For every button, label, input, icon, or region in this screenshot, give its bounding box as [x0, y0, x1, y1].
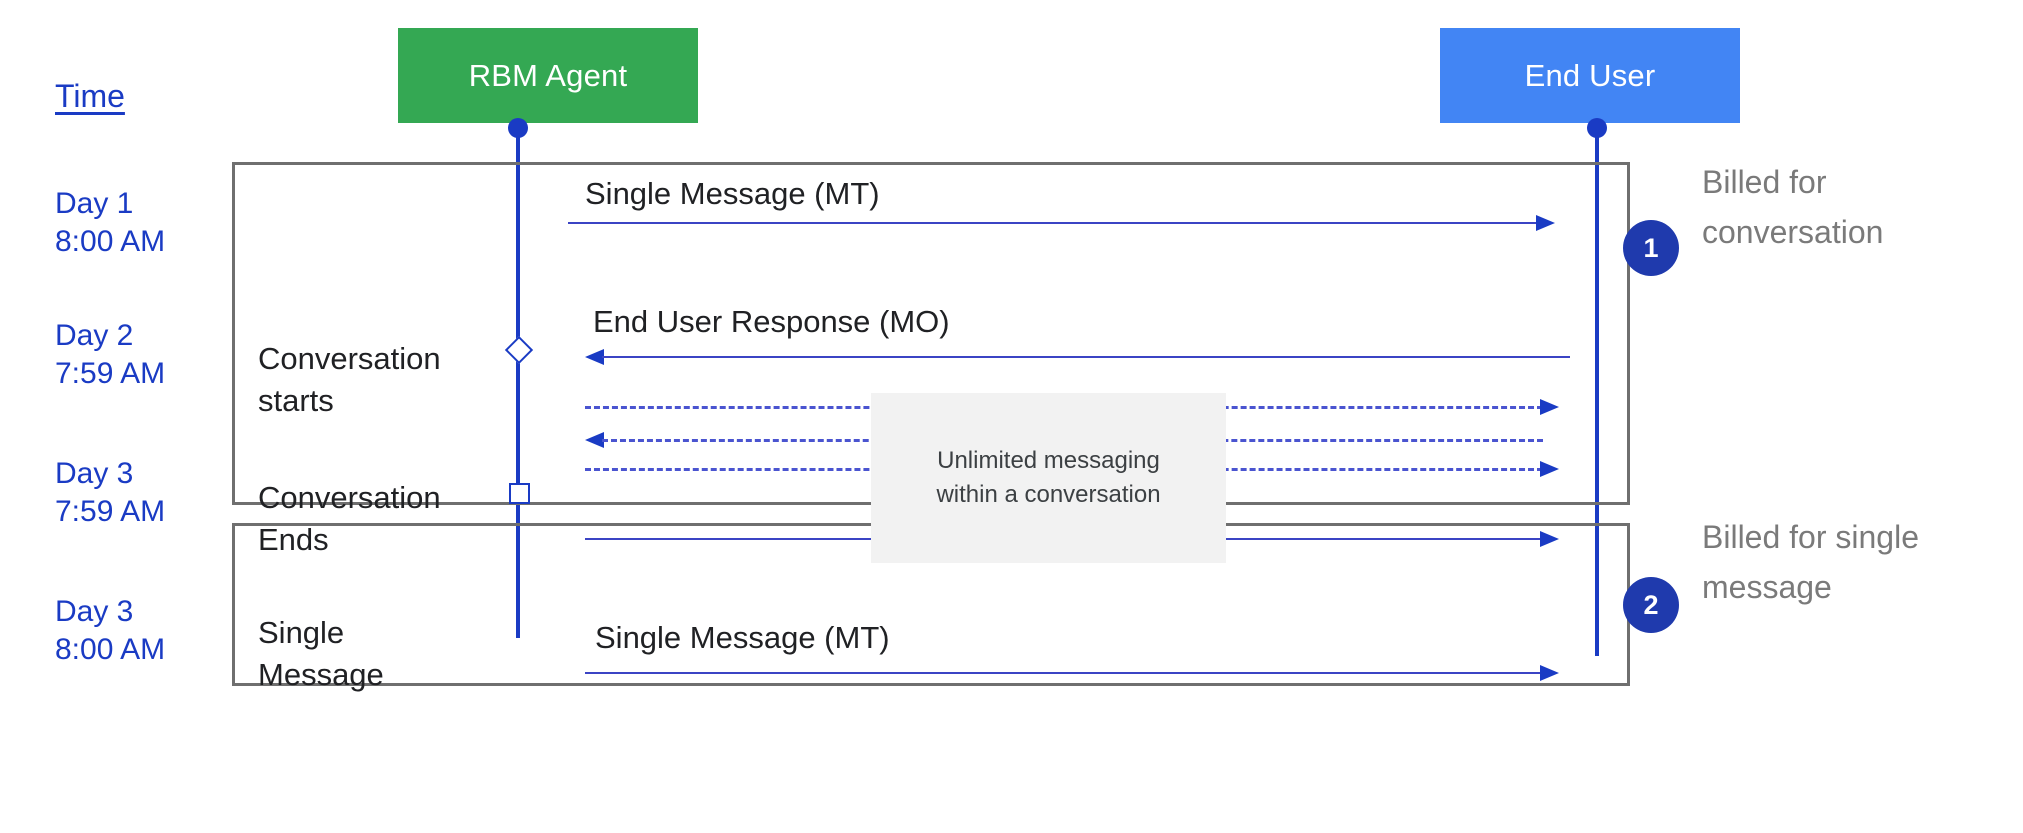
lifeline-end-user [1595, 128, 1599, 656]
time-label-day-2-759am: Day 2 7:59 AM [55, 319, 166, 390]
badge-number-1: 1 [1643, 232, 1659, 263]
side-note-billed-for-single-message: Billed for single message [1702, 519, 1919, 605]
lifeline-rbm-agent [516, 128, 520, 638]
callout-unlimited-messaging: Unlimited messaging within a conversatio… [871, 393, 1226, 563]
message-arrow-mo-1 [585, 346, 1595, 368]
message-label-mo-1: End User Response (MO) [593, 304, 950, 339]
status-badge-1: 1 [1623, 220, 1679, 276]
phase-label-single-message: Single Message [258, 615, 384, 692]
time-label-day-3-759am: Day 3 7:59 AM [55, 457, 166, 528]
arrow-line [602, 356, 1570, 358]
message-label-mt-1: Single Message (MT) [585, 176, 880, 211]
time-label-day-1-8am: Day 1 8:00 AM [55, 187, 166, 258]
message-arrow-mt-1 [568, 212, 1578, 234]
arrow-line [585, 672, 1543, 674]
time-column-header: Time [55, 78, 125, 114]
arrow-head-left-icon [585, 349, 604, 365]
message-arrow-mt-2 [585, 662, 1585, 684]
phase-label-conversation-starts: Conversation starts [258, 341, 441, 418]
conversation-end-square-icon [509, 483, 530, 504]
arrow-head-right-icon [1540, 461, 1559, 477]
actor-label-rbm-agent: RBM Agent [468, 57, 628, 93]
arrow-head-left-icon [585, 432, 604, 448]
phase-label-conversation-ends: Conversation Ends [258, 480, 441, 557]
badge-number-2: 2 [1643, 589, 1659, 620]
actor-box-rbm-agent: RBM Agent [398, 28, 698, 123]
callout-text: Unlimited messaging within a conversatio… [936, 447, 1161, 508]
arrow-line [568, 222, 1538, 224]
arrow-head-right-icon [1540, 531, 1559, 547]
time-label-day-3-8am: Day 3 8:00 AM [55, 595, 166, 666]
arrow-head-right-icon [1540, 399, 1559, 415]
actor-box-end-user: End User [1440, 28, 1740, 123]
status-badge-2: 2 [1623, 577, 1679, 633]
side-note-billed-for-conversation: Billed for conversation [1702, 164, 1884, 250]
message-label-mt-2: Single Message (MT) [595, 620, 890, 655]
arrow-head-right-icon [1536, 215, 1555, 231]
arrow-head-right-icon [1540, 665, 1559, 681]
actor-label-end-user: End User [1524, 57, 1656, 93]
